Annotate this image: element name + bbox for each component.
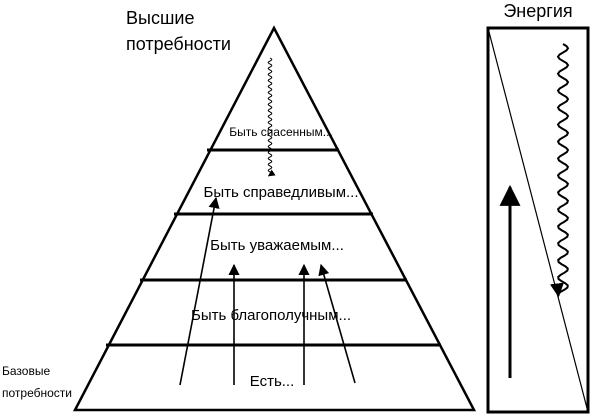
energy-wavy-down-arrow — [549, 43, 570, 298]
base-needs-label-line-1: Базовые — [2, 364, 50, 378]
level-label-respected: Быть уважаемым... — [210, 237, 344, 254]
base-needs-label: Базовые потребности — [2, 364, 72, 400]
base-needs-label-line-2: потребности — [2, 386, 72, 400]
energy-box — [486, 26, 590, 414]
top-needs-label: Высшие потребности — [126, 8, 231, 54]
pyramid-wavy-down-arrow — [267, 57, 276, 177]
level-label-just: Быть справедливым... — [203, 184, 358, 201]
up-arrow-right — [318, 263, 356, 384]
level-label-saved: Быть спасенным... — [229, 125, 333, 139]
level-label-prosperous: Быть благополучным... — [191, 307, 351, 324]
energy-label: Энергия — [503, 1, 572, 21]
pyramid-outline — [72, 25, 477, 412]
up-arrow-left — [179, 196, 220, 386]
top-needs-label-line-2: потребности — [126, 34, 231, 54]
level-label-eat: Есть... — [250, 373, 295, 390]
top-needs-label-line-1: Высшие — [126, 8, 194, 28]
energy-diagonal — [487, 27, 589, 413]
